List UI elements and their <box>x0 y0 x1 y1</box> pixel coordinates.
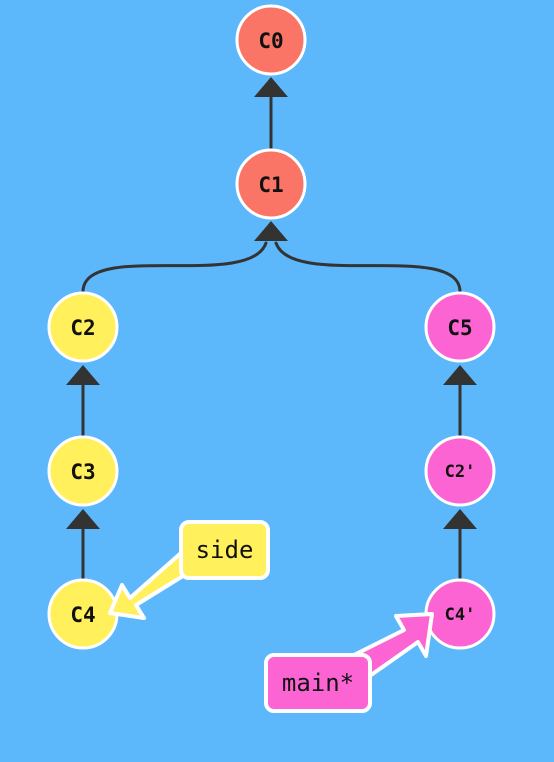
commit-c4[interactable]: C4 <box>47 578 119 650</box>
branch-main-box[interactable] <box>264 653 372 713</box>
arrowhead-c1 <box>254 221 288 241</box>
commit-c4-label: C4 <box>70 603 95 627</box>
commit-c3[interactable]: C3 <box>47 435 119 507</box>
branch-main-label: main* <box>282 669 354 697</box>
branch-main[interactable]: main* <box>264 612 434 713</box>
arrowhead-c0 <box>254 77 288 97</box>
commit-c2[interactable]: C2 <box>47 291 119 363</box>
commit-c1[interactable]: C1 <box>235 148 307 220</box>
commit-c0-label: C0 <box>258 29 283 53</box>
commit-c2-label: C2 <box>70 316 95 340</box>
commit-c5-circle[interactable] <box>424 291 496 363</box>
commit-c1-label: C1 <box>258 173 283 197</box>
arrowhead-c2p <box>443 509 477 529</box>
edges <box>81 94 462 582</box>
edge-c5-c1 <box>274 241 462 294</box>
commit-c3-circle[interactable] <box>47 435 119 507</box>
arrowhead-c3 <box>66 509 100 529</box>
commit-c5[interactable]: C5 <box>424 291 496 363</box>
commit-c2-prime-circle[interactable] <box>424 435 496 507</box>
arrowhead-c5 <box>443 365 477 385</box>
commit-c3-label: C3 <box>70 460 95 484</box>
branch-side-box[interactable] <box>179 520 270 580</box>
branch-side[interactable]: side <box>108 520 270 620</box>
commit-c2-circle[interactable] <box>47 291 119 363</box>
edge-c2-c1 <box>81 241 268 294</box>
commit-c2-prime-label: C2' <box>445 462 476 482</box>
commit-c1-circle[interactable] <box>235 148 307 220</box>
commit-c0-circle[interactable] <box>235 4 307 76</box>
commit-c4-prime-label: C4' <box>445 605 476 625</box>
arrowheads <box>66 77 477 529</box>
branch-side-label: side <box>196 536 254 564</box>
commit-c5-label: C5 <box>447 316 472 340</box>
commit-c0[interactable]: C0 <box>235 4 307 76</box>
commit-c2-prime[interactable]: C2' <box>424 435 496 507</box>
arrowhead-c2 <box>66 365 100 385</box>
commit-c4-prime[interactable]: C4' <box>424 578 496 650</box>
